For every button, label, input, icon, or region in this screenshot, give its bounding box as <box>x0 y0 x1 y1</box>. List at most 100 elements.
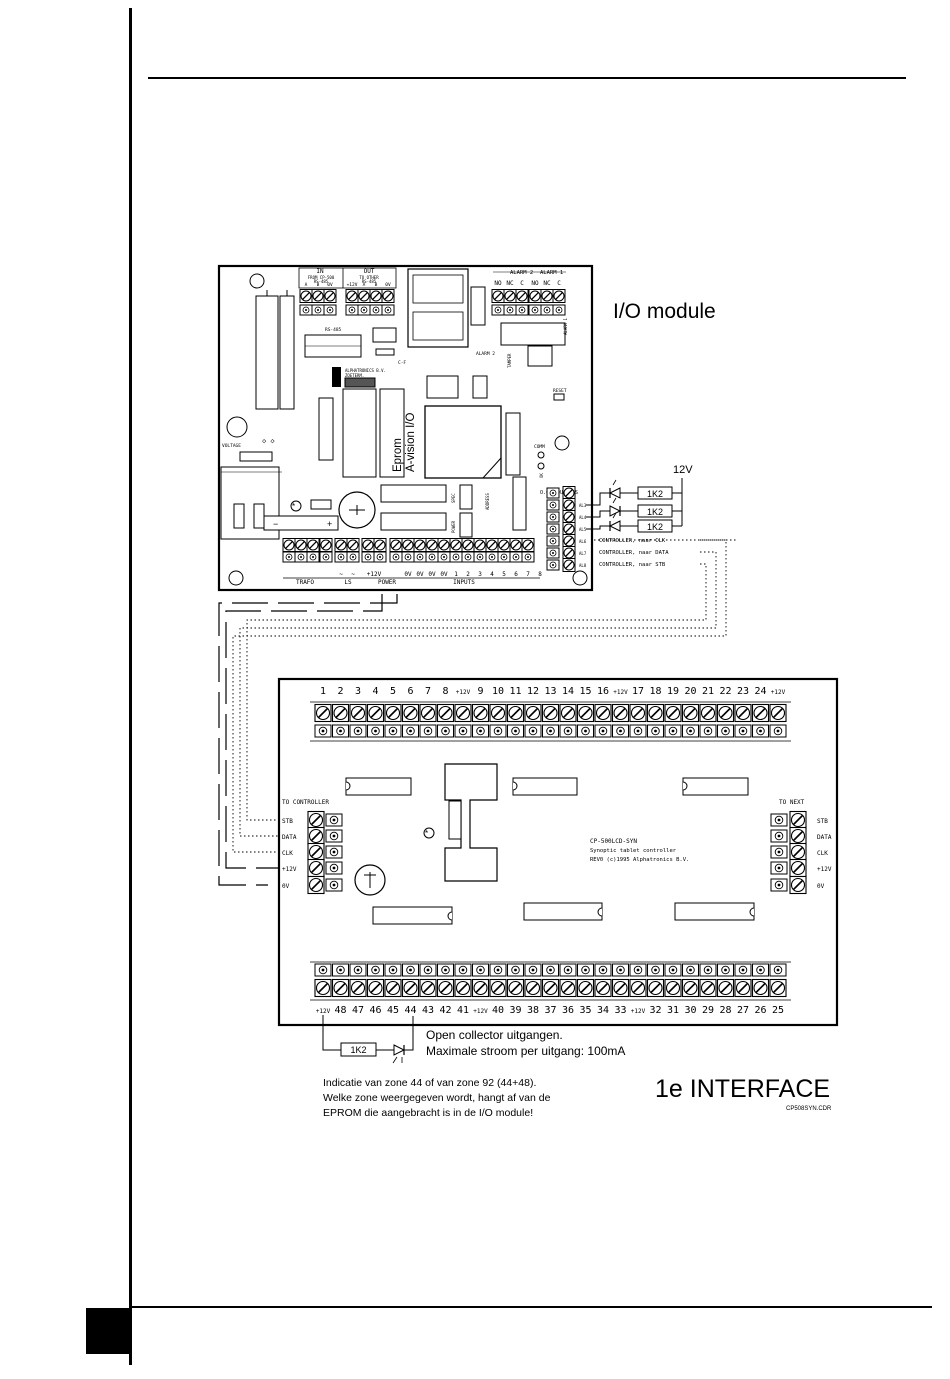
next-terminal-pin <box>770 813 788 827</box>
io-bottom-terminal-pin <box>389 551 403 563</box>
zone-number-top: 19 <box>667 686 679 697</box>
alarm-terminal-screw <box>491 288 505 304</box>
to-controller-label: TO CONTROLLER <box>282 799 329 806</box>
zone-terminal-screw <box>611 703 630 723</box>
io-top-pin-label: A <box>363 282 366 288</box>
io-top-terminal-pin <box>299 304 313 316</box>
zone-terminal-screw <box>489 703 507 723</box>
io-bottom-terminal-pin <box>319 551 333 563</box>
alarm-pin-label: NO <box>531 280 539 287</box>
zone-terminal-screw <box>331 703 350 723</box>
alarm-pin-label: NC <box>543 280 551 287</box>
zone-terminal-pin <box>332 724 349 738</box>
io-bottom-terminal-screw <box>334 537 348 553</box>
output-terminal-screw <box>562 533 576 549</box>
zone-terminal-screw <box>366 703 385 723</box>
zone-number-bottom: 44 <box>404 1005 416 1016</box>
output-terminal-screw <box>562 485 576 501</box>
zone-terminal-pin <box>664 963 682 977</box>
alarm-terminal-pin <box>552 304 566 316</box>
io-top-terminal-screw <box>311 288 325 304</box>
zone-terminal-screw <box>629 703 647 723</box>
zone-terminal-pin <box>402 724 419 738</box>
io-bottom-terminal-pin <box>497 551 511 563</box>
zone-terminal-screw <box>454 978 472 998</box>
io-bottom-terminal-pin <box>282 551 296 563</box>
io-terminal-group-label: TRAFO <box>296 579 314 586</box>
controller-note: CONTROLLER, naar STB <box>599 562 666 568</box>
io-top-terminal-screw <box>357 288 371 304</box>
io-bottom-pin-label: 0V <box>428 571 436 578</box>
indication-line1: Indicatie van zone 44 of van zone 92 (44… <box>323 1077 536 1089</box>
board-line2: Synoptic tablet controller <box>590 848 677 854</box>
output-terminal-pin <box>546 487 560 499</box>
io-terminal-group-label: POWER <box>378 579 396 586</box>
alarm-pin-label: C <box>520 280 524 287</box>
io-bottom-terminal-pin <box>461 551 475 563</box>
alarm-terminal-pin <box>503 304 517 316</box>
controller-terminal-screw <box>307 858 325 878</box>
zone-terminal-screw <box>629 978 647 998</box>
indication-line2: Welke zone weergegeven wordt, hangt af v… <box>323 1092 551 1104</box>
ok-label: OK <box>539 473 544 478</box>
zone-number-top: 16 <box>597 686 609 697</box>
alarm-terminal-screw <box>503 288 517 304</box>
alarm-terminal-pin <box>540 304 554 316</box>
rs485-label: RS-485 <box>325 327 342 333</box>
syn-crystal-mark: * <box>425 829 428 838</box>
io-top-terminal-pin <box>369 304 383 316</box>
controller-side-pin-label: +12V <box>282 866 297 873</box>
zone-number-top: 13 <box>544 686 556 697</box>
zone-terminal-pin <box>682 963 699 977</box>
io-bottom-terminal-pin <box>334 551 348 563</box>
zone-number-bottom: 47 <box>352 1005 364 1016</box>
zone-terminal-screw <box>524 703 542 723</box>
output-terminal-pin <box>546 499 560 511</box>
zone-number-bottom: 42 <box>439 1005 451 1016</box>
zone-terminal-pin <box>472 963 489 977</box>
zone-number-top: 11 <box>509 686 521 697</box>
zone-terminal-screw <box>436 978 455 998</box>
zone-number-bottom: +12V <box>316 1008 331 1015</box>
io-bottom-terminal-screw <box>461 537 475 553</box>
zone-terminal-screw <box>699 978 717 998</box>
zone-terminal-pin <box>454 963 472 977</box>
tamper-label: TAMPER <box>507 353 512 368</box>
zone-terminal-screw <box>506 703 525 723</box>
zone-terminal-screw <box>349 978 367 998</box>
io-bottom-pin-label: 4 <box>490 571 494 578</box>
alarm-pin-label: NO <box>494 280 502 287</box>
output-channel-label: AL3 <box>579 503 587 508</box>
zone-number-bottom: 31 <box>667 1005 679 1016</box>
zone-terminal-pin <box>717 963 734 977</box>
zone-number-top: 1 <box>320 686 326 697</box>
address-label: ADDRESS <box>485 493 490 510</box>
io-top-pin-label: A <box>305 282 308 288</box>
zone-terminal-screw <box>384 978 402 998</box>
zone-terminal-screw <box>471 703 490 723</box>
next-terminal-pin <box>770 829 788 843</box>
zone-number-bottom: 33 <box>614 1005 626 1016</box>
zone-number-top: 7 <box>425 686 431 697</box>
zone-terminal-pin <box>349 963 367 977</box>
zone-terminal-pin <box>752 724 769 738</box>
reset-label: RESET <box>553 388 567 394</box>
zone-terminal-screw <box>559 703 577 723</box>
alarm-pin-label: NC <box>506 280 514 287</box>
controller-note: CONTROLLER, naar CLK <box>599 538 666 544</box>
led-diode <box>609 520 621 532</box>
zone-number-top: +12V <box>771 689 786 696</box>
controller-terminal-screw <box>307 826 325 846</box>
alarm-terminal-pin <box>491 304 505 316</box>
zone-terminal-screw <box>314 978 332 998</box>
io-bottom-terminal-pin <box>294 551 308 563</box>
crystal-mark: * <box>292 502 295 511</box>
zone-terminal-screw <box>716 703 735 723</box>
zone-terminal-pin <box>647 724 664 738</box>
zone-terminal-screw <box>366 978 385 998</box>
zone-terminal-pin <box>664 724 682 738</box>
output-terminal-screw <box>562 557 576 573</box>
output-channel-label: AL4 <box>579 515 587 520</box>
